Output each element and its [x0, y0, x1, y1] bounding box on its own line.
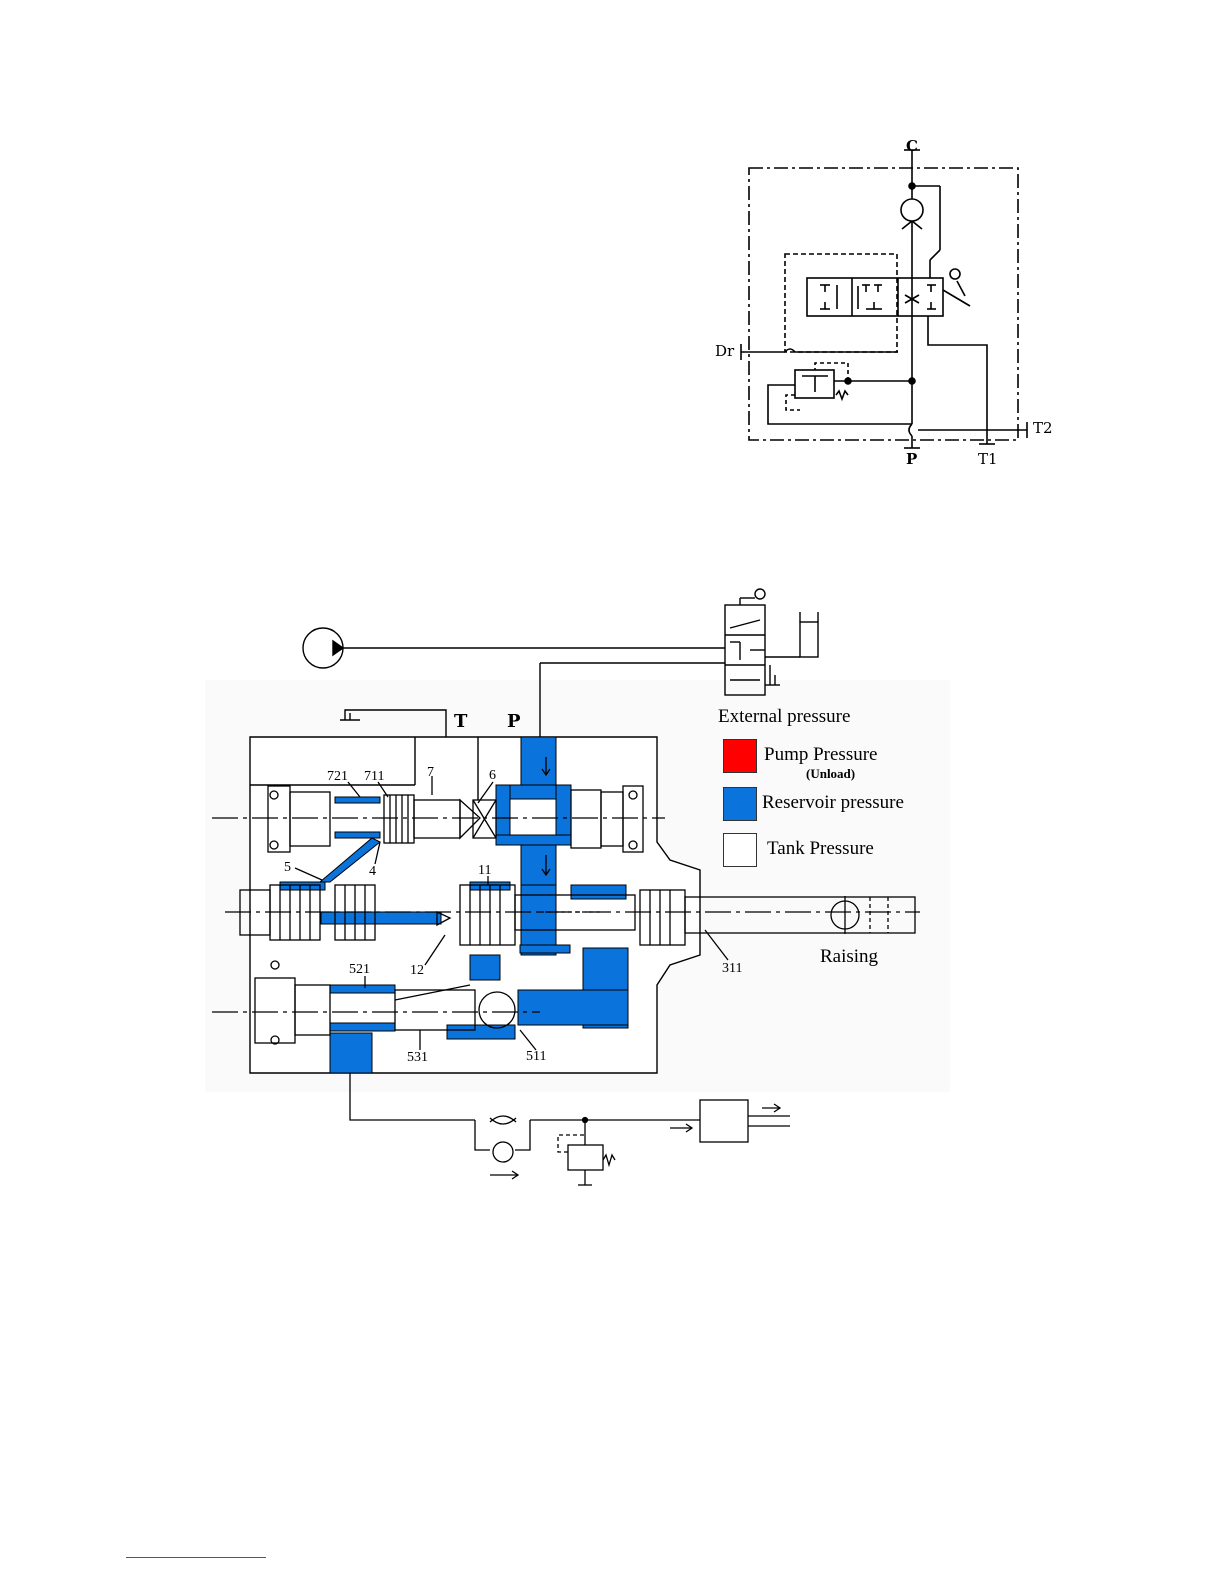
reservoir-tank: [800, 622, 818, 657]
part-number-521: 521: [349, 963, 370, 977]
part-number-531: 531: [407, 1051, 428, 1065]
part-number-311: 311: [722, 962, 742, 976]
part-number-11: 11: [478, 864, 491, 878]
part-number-4: 4: [369, 865, 376, 879]
part-number-12: 12: [410, 964, 424, 978]
part-number-511: 511: [526, 1050, 546, 1064]
part-number-6: 6: [489, 769, 496, 783]
legend-title: External pressure: [718, 707, 850, 726]
operation-label: Raising: [820, 947, 878, 966]
handle-knob-icon: [755, 589, 765, 599]
legend-label-reservoir: Reservoir pressure: [762, 793, 904, 812]
legend-swatch-tank: [723, 833, 757, 867]
section-port-p-label: P: [507, 713, 521, 731]
part-number-711: 711: [364, 770, 384, 784]
legend-label-tank: Tank Pressure: [767, 839, 874, 858]
part-number-721: 721: [327, 770, 348, 784]
part-number-5: 5: [284, 861, 291, 875]
flow-control-check-icon: [493, 1142, 513, 1162]
legend-label-pump: Pump Pressure: [764, 745, 877, 764]
footnote-rule: [126, 1557, 266, 1558]
legend-sub-pump: (Unload): [806, 767, 855, 780]
section-port-t-label: T: [454, 713, 467, 731]
part-number-7: 7: [427, 766, 434, 780]
relief-valve-bottom: [568, 1145, 603, 1170]
lift-cylinder: [700, 1100, 748, 1142]
legend-swatch-pump: [723, 739, 757, 773]
legend-swatch-reservoir: [723, 787, 757, 821]
